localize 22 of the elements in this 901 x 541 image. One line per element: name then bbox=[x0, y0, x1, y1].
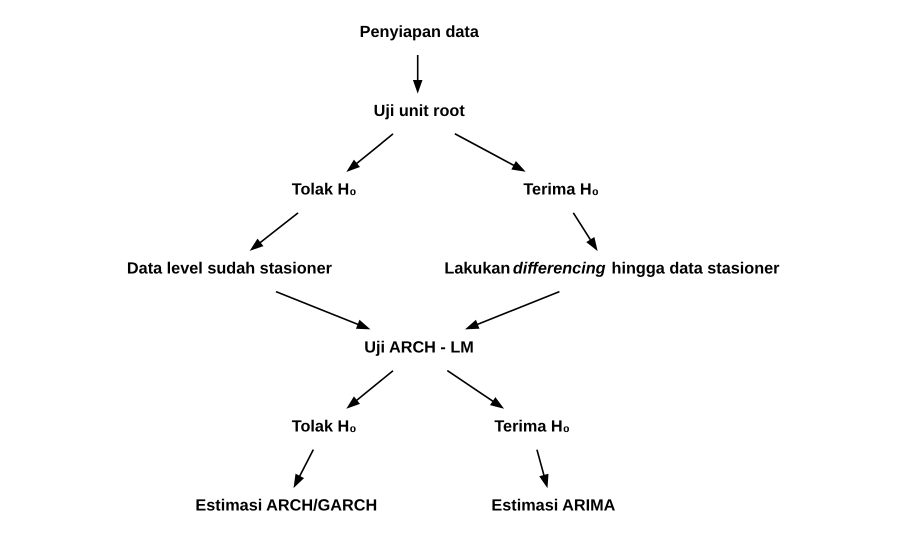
node-text: Tolak H₀ bbox=[292, 418, 357, 436]
arrow bbox=[412, 55, 423, 94]
arrow bbox=[454, 133, 526, 172]
arrow bbox=[346, 133, 394, 172]
node-text: Lakukan differencing hingga data stasioner bbox=[444, 260, 780, 278]
node-text: Penyiapan data bbox=[360, 22, 479, 41]
arrow bbox=[250, 212, 299, 251]
node-text: Uji ARCH - LM bbox=[364, 338, 474, 357]
node-text: Terima H₀ bbox=[523, 180, 599, 199]
arrow bbox=[446, 370, 504, 409]
arrow bbox=[572, 212, 598, 252]
arrow bbox=[294, 449, 314, 488]
node-text: Terima H₀ bbox=[494, 418, 570, 436]
arrow bbox=[465, 290, 560, 330]
arrow bbox=[536, 449, 548, 488]
node-text: Uji unit root bbox=[374, 102, 465, 120]
arrow bbox=[276, 290, 370, 330]
node-text: Data level sudah stasioner bbox=[126, 260, 332, 278]
arrow bbox=[346, 370, 394, 409]
node-text: Estimasi ARIMA bbox=[491, 496, 616, 514]
node-text: Tolak H₀ bbox=[292, 180, 357, 199]
node-text: Estimasi ARCH/GARCH bbox=[195, 496, 378, 514]
